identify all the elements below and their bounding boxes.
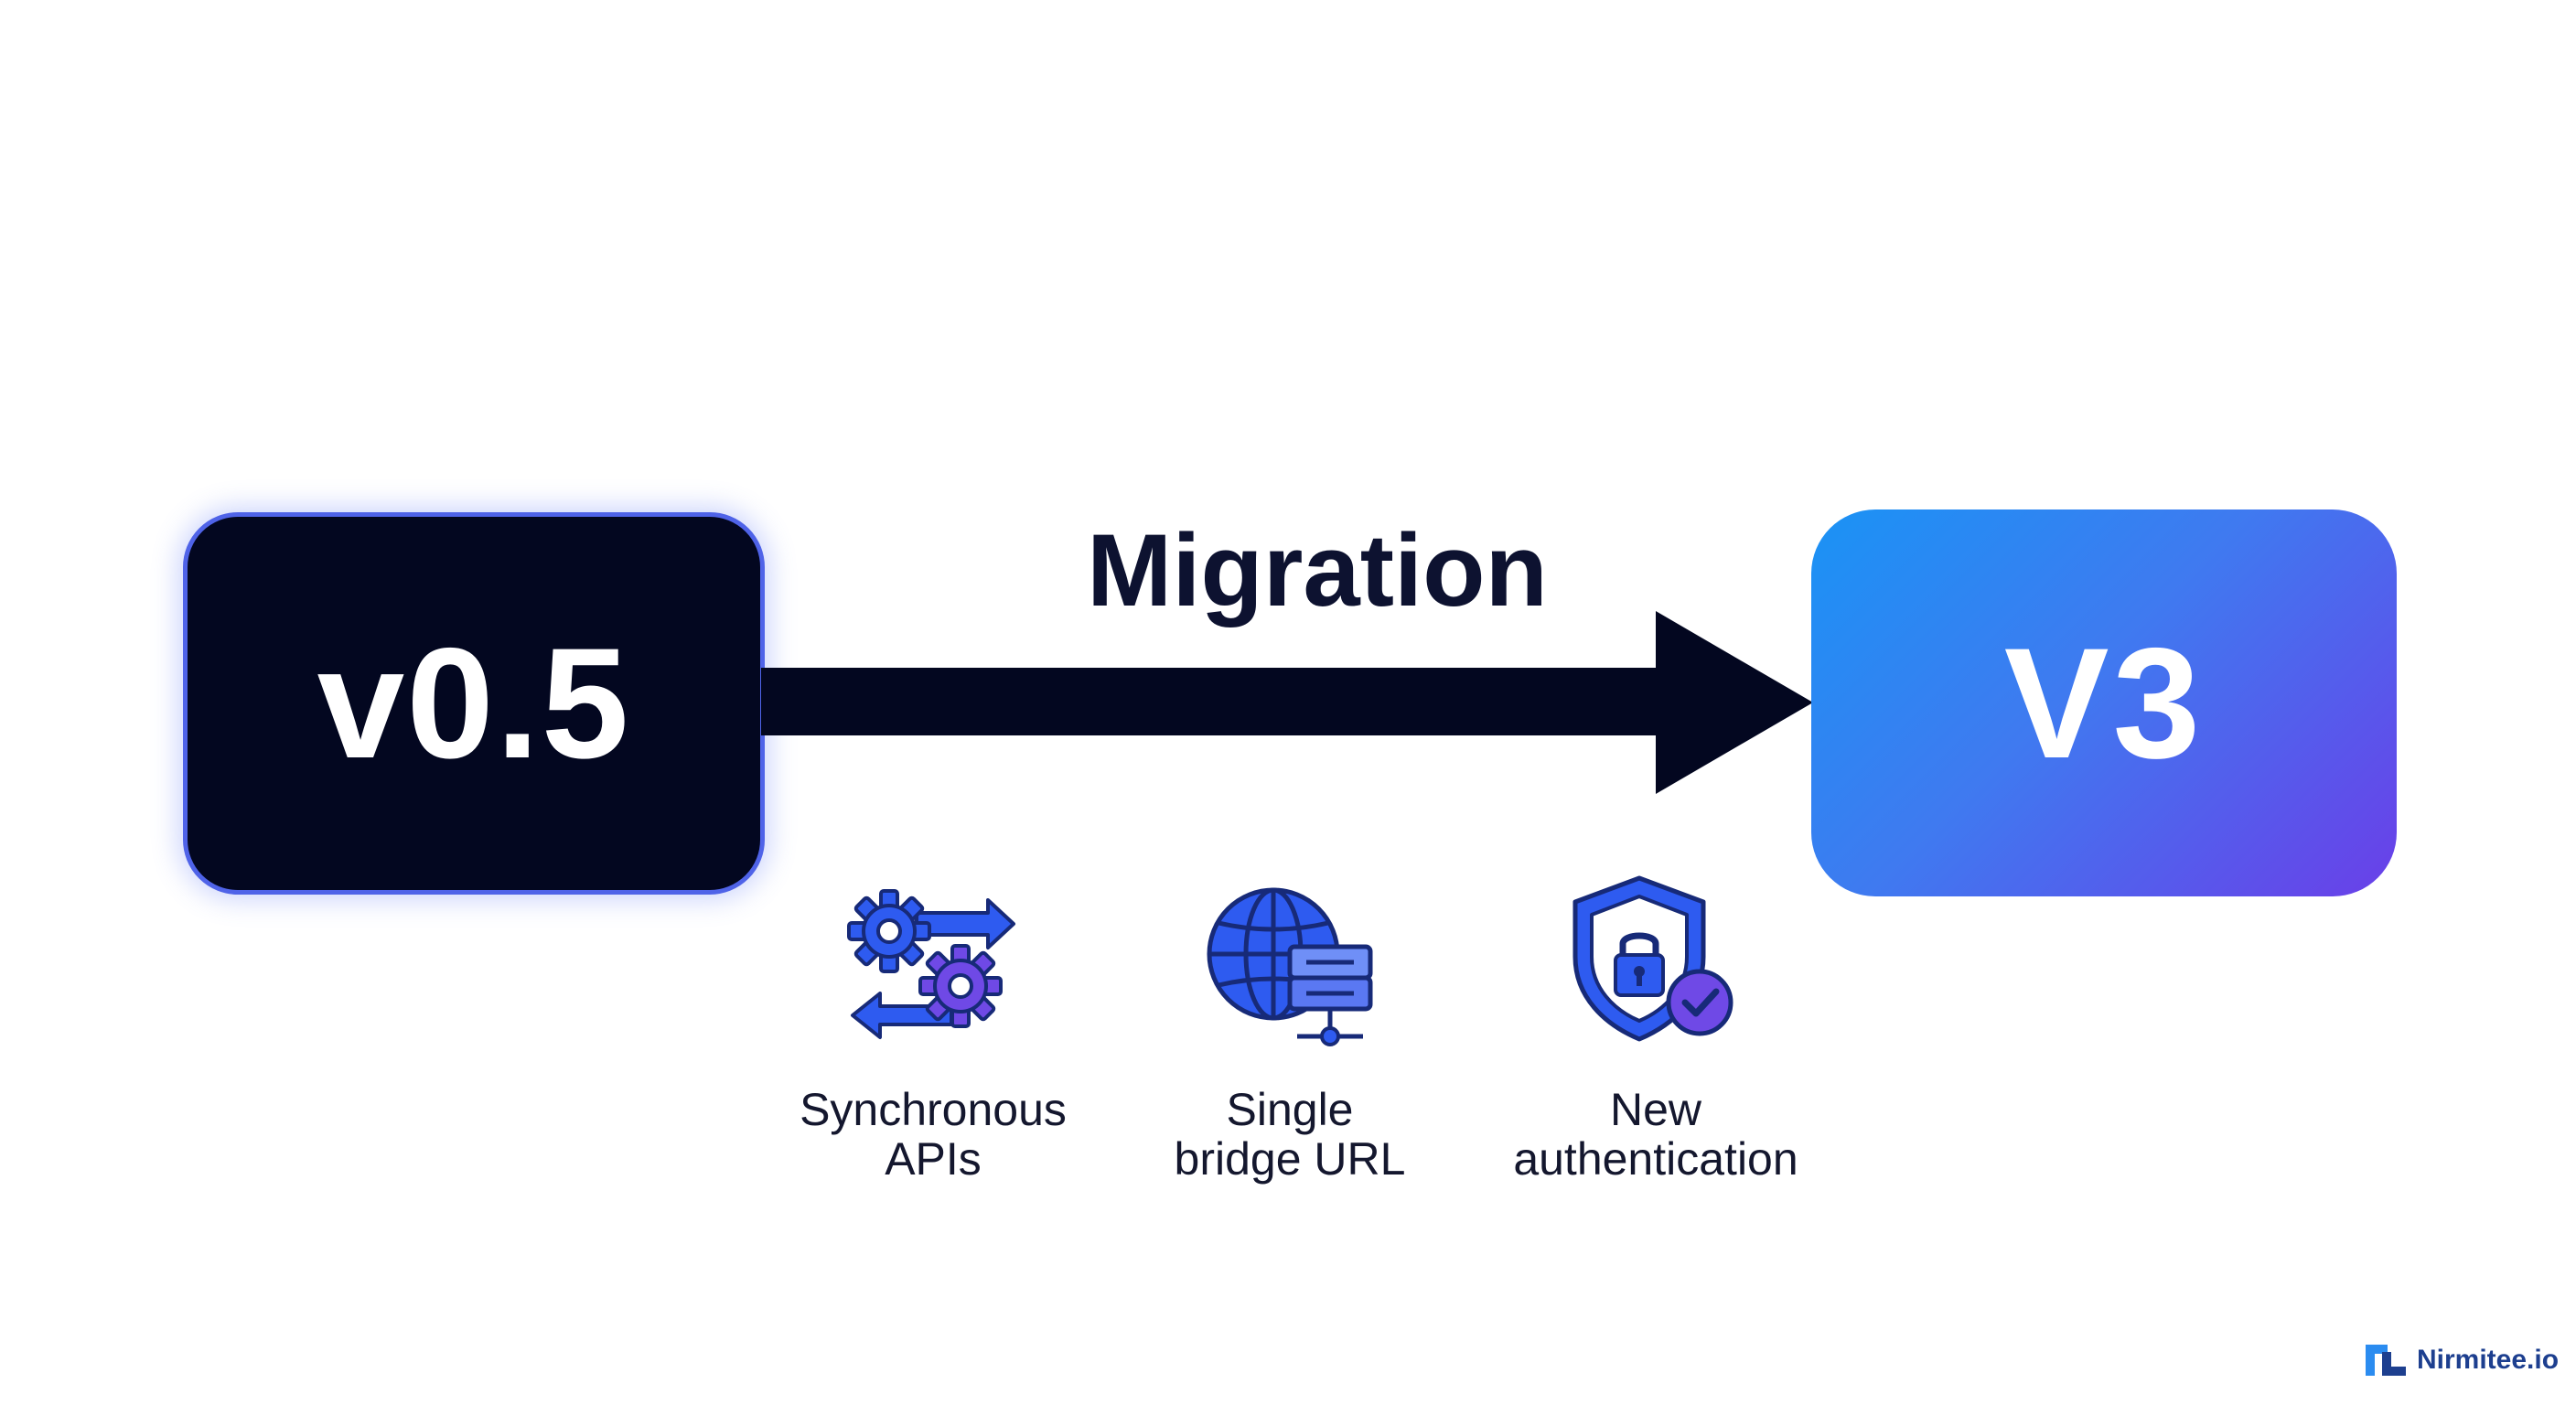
migration-label: Migration [1087, 513, 1548, 627]
target-version-label: V3 [2003, 615, 2205, 791]
migration-arrow [761, 611, 1813, 794]
globe-server-icon [1207, 887, 1373, 1046]
source-version-label: v0.5 [317, 616, 631, 791]
nirmitee-logo-icon [2366, 1345, 2406, 1376]
shield-lock-check-icon [1572, 875, 1733, 1042]
feature-label-line: Single [1226, 1084, 1354, 1135]
feature-label-single-bridge-url: Single bridge URL [1116, 1085, 1464, 1184]
source-version-box: v0.5 [183, 512, 765, 895]
gears-arrows-icon [847, 889, 1015, 1039]
feature-label-line: bridge URL [1174, 1133, 1406, 1185]
feature-label-new-authentication: New authentication [1473, 1085, 1839, 1184]
target-version-box: V3 [1811, 509, 2397, 896]
feature-label-line: authentication [1513, 1133, 1798, 1185]
feature-label-line: APIs [885, 1133, 982, 1185]
brand-name: Nirmitee.io [2417, 1345, 2560, 1375]
feature-label-line: Synchronous [800, 1084, 1067, 1135]
feature-label-line: New [1609, 1084, 1702, 1135]
brand: Nirmitee.io [2366, 1343, 2559, 1378]
feature-label-synchronous-apis: Synchronous APIs [759, 1085, 1107, 1184]
